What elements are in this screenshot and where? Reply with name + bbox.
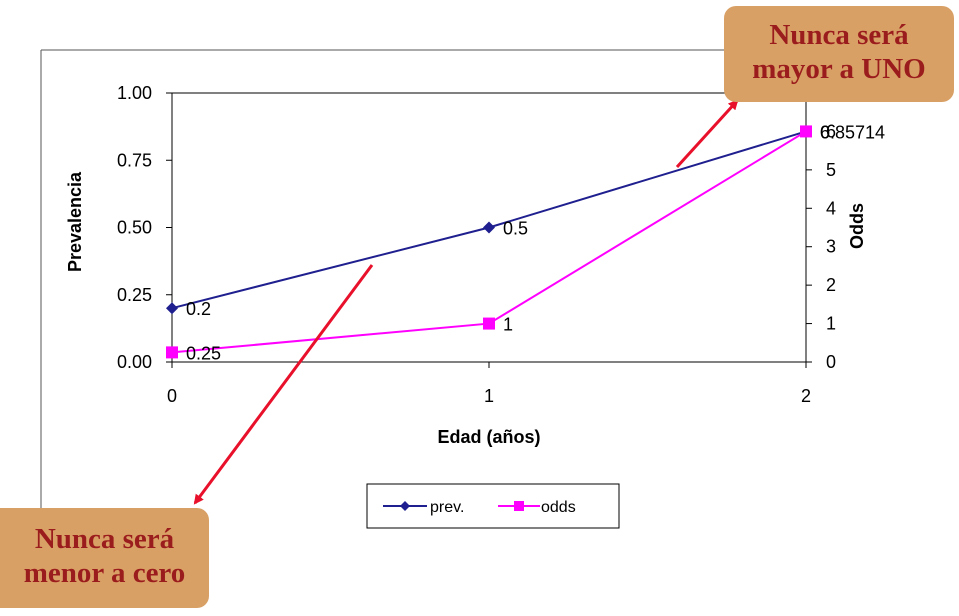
x-tick-label: 0 xyxy=(167,386,177,406)
axes: 0.000.250.500.751.0001234567012 xyxy=(117,83,836,406)
legend-label-odds: odds xyxy=(541,499,576,516)
y-left-tick-label: 1.00 xyxy=(117,83,152,103)
series-line-prev xyxy=(171,130,807,310)
y-right-tick-label: 5 xyxy=(826,160,836,180)
data-label-prev: 0.85714 xyxy=(820,122,885,142)
callout-top-line-2: mayor a UNO xyxy=(752,53,926,85)
y-axis-right-title: Odds xyxy=(847,203,867,249)
data-label-odds: 1 xyxy=(503,315,513,335)
x-tick-label: 1 xyxy=(484,386,494,406)
y-left-tick-label: 0.75 xyxy=(117,150,152,170)
y-right-tick-label: 3 xyxy=(826,237,836,257)
data-labels: 0.2 0.5 0.85714 0.25 1 6 xyxy=(186,122,885,363)
data-point-odds xyxy=(166,346,178,359)
x-axis-title: Edad (años) xyxy=(437,427,540,447)
data-point-odds xyxy=(483,317,495,330)
x-tick-label: 2 xyxy=(801,386,811,406)
y-right-tick-label: 1 xyxy=(826,314,836,334)
arrow-to-top-callout xyxy=(675,99,739,169)
y-right-tick-label: 2 xyxy=(826,275,836,295)
y-axis-left-title: Prevalencia xyxy=(65,171,85,272)
callout-never-greater-than-one: Nunca será mayor a UNO xyxy=(724,6,954,102)
y-right-tick-label: 0 xyxy=(826,352,836,372)
y-left-tick-label: 0.25 xyxy=(117,285,152,305)
series-layer xyxy=(166,125,812,359)
callout-bottom-line-2: menor a cero xyxy=(23,557,186,589)
legend-label-prev: prev. xyxy=(430,499,464,516)
arrow-to-bottom-callout xyxy=(193,264,374,505)
legend-prev-marker xyxy=(400,501,410,511)
data-label-odds: 0.25 xyxy=(186,343,221,363)
legend-odds-marker xyxy=(514,501,524,511)
y-left-tick-label: 0.00 xyxy=(117,352,152,372)
callout-never-less-than-zero: Nunca será menor a cero xyxy=(0,508,209,608)
data-label-prev: 0.5 xyxy=(503,219,528,239)
callout-bottom-line-1: Nunca será xyxy=(34,523,175,555)
legend: prev. odds xyxy=(366,483,620,529)
data-label-prev: 0.2 xyxy=(186,299,211,319)
callout-top-line-1: Nunca será xyxy=(769,19,909,51)
data-point-odds xyxy=(800,125,812,138)
data-point-prev xyxy=(483,221,495,234)
y-left-tick-label: 0.50 xyxy=(117,218,152,238)
y-right-tick-label: 4 xyxy=(826,198,836,218)
y-right-tick-label: 6 xyxy=(826,121,836,141)
data-point-prev xyxy=(166,302,178,315)
data-label-odds: 6 xyxy=(820,122,830,142)
